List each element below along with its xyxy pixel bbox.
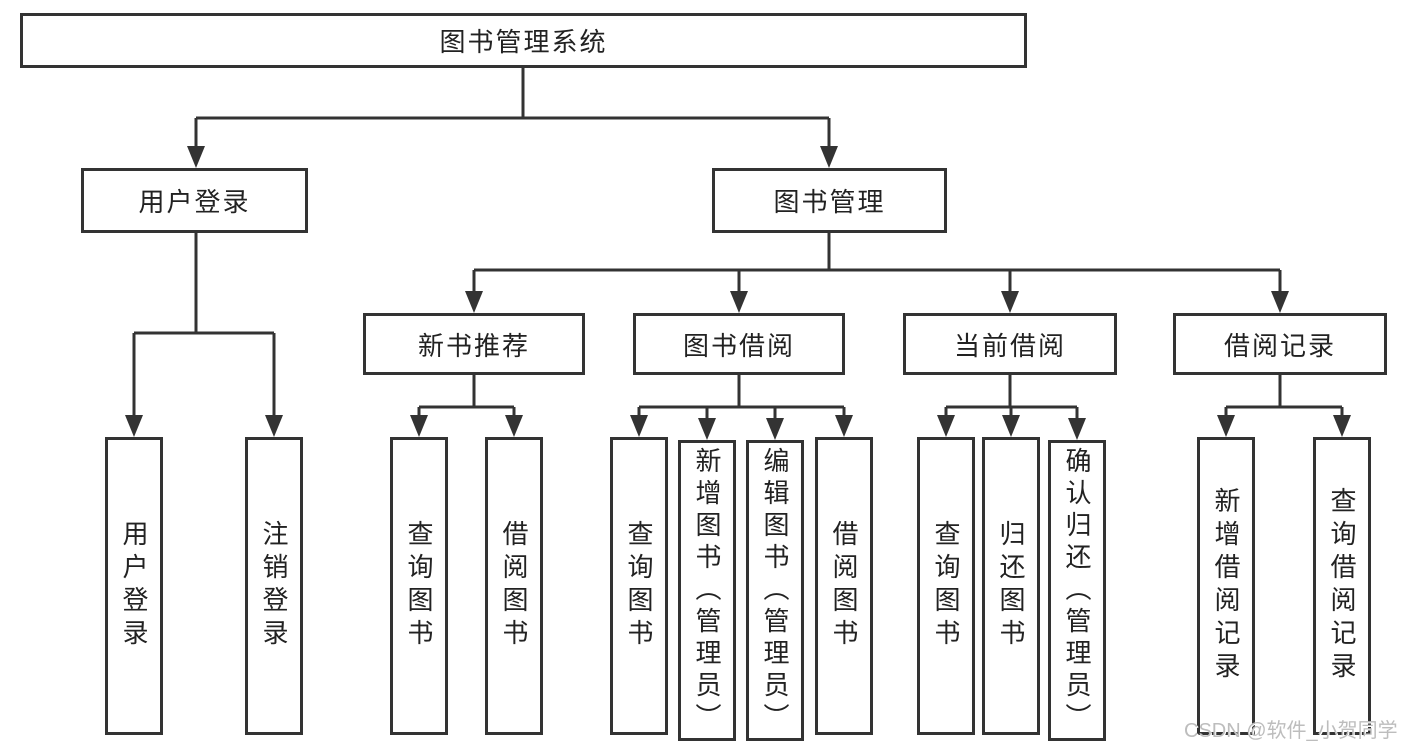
- leaf-user-login: 用户登录: [105, 437, 163, 735]
- connector-records-to-leaves: [1224, 375, 1344, 419]
- connector-mgmt-to-level3: [472, 233, 1282, 295]
- node-book-borrowing: 图书借阅: [633, 313, 845, 375]
- connector-recommend-to-leaves: [417, 375, 516, 419]
- leaf-current-query-books: 查询图书: [917, 437, 975, 735]
- connector-current-to-leaves: [944, 375, 1079, 422]
- leaf-records-query-record: 查询借阅记录: [1313, 437, 1371, 735]
- connector-borrowing-to-leaves: [637, 375, 846, 422]
- node-user-login: 用户登录: [81, 168, 308, 233]
- connector-login-to-leaves: [132, 233, 276, 419]
- node-root-system: 图书管理系统: [20, 13, 1027, 68]
- connector-root-to-level2: [194, 68, 831, 150]
- leaf-borrowing-add-books-admin: 新增图书（管理员）: [678, 440, 736, 741]
- leaf-recommend-borrow-books: 借阅图书: [485, 437, 543, 735]
- leaf-borrowing-query-books: 查询图书: [610, 437, 668, 735]
- node-current-borrowing: 当前借阅: [903, 313, 1117, 375]
- leaf-borrowing-borrow-books: 借阅图书: [815, 437, 873, 735]
- node-book-management: 图书管理: [712, 168, 947, 233]
- leaf-current-return-books: 归还图书: [982, 437, 1040, 735]
- leaf-current-confirm-return-admin: 确认归还（管理员）: [1048, 440, 1106, 741]
- node-borrowing-records: 借阅记录: [1173, 313, 1387, 375]
- leaf-recommend-query-books: 查询图书: [390, 437, 448, 735]
- watermark: CSDN @软件_小贺同学: [1184, 720, 1398, 742]
- leaf-borrowing-edit-books-admin: 编辑图书（管理员）: [746, 440, 804, 741]
- leaf-records-add-record: 新增借阅记录: [1197, 437, 1255, 735]
- node-new-book-recommend: 新书推荐: [363, 313, 585, 375]
- leaf-logout: 注销登录: [245, 437, 303, 735]
